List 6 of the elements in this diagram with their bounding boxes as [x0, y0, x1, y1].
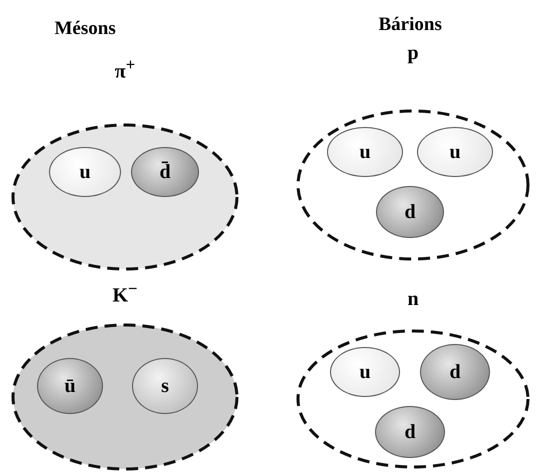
particle-symbol: π$^{+}$: [114, 54, 136, 85]
particle-symbol: n: [407, 287, 419, 312]
particle-symbol: K$^{−}$: [112, 278, 138, 309]
particle-symbol: p: [407, 41, 419, 66]
column-heading: Bárions: [378, 14, 442, 36]
column-heading: Mésons: [54, 18, 116, 40]
